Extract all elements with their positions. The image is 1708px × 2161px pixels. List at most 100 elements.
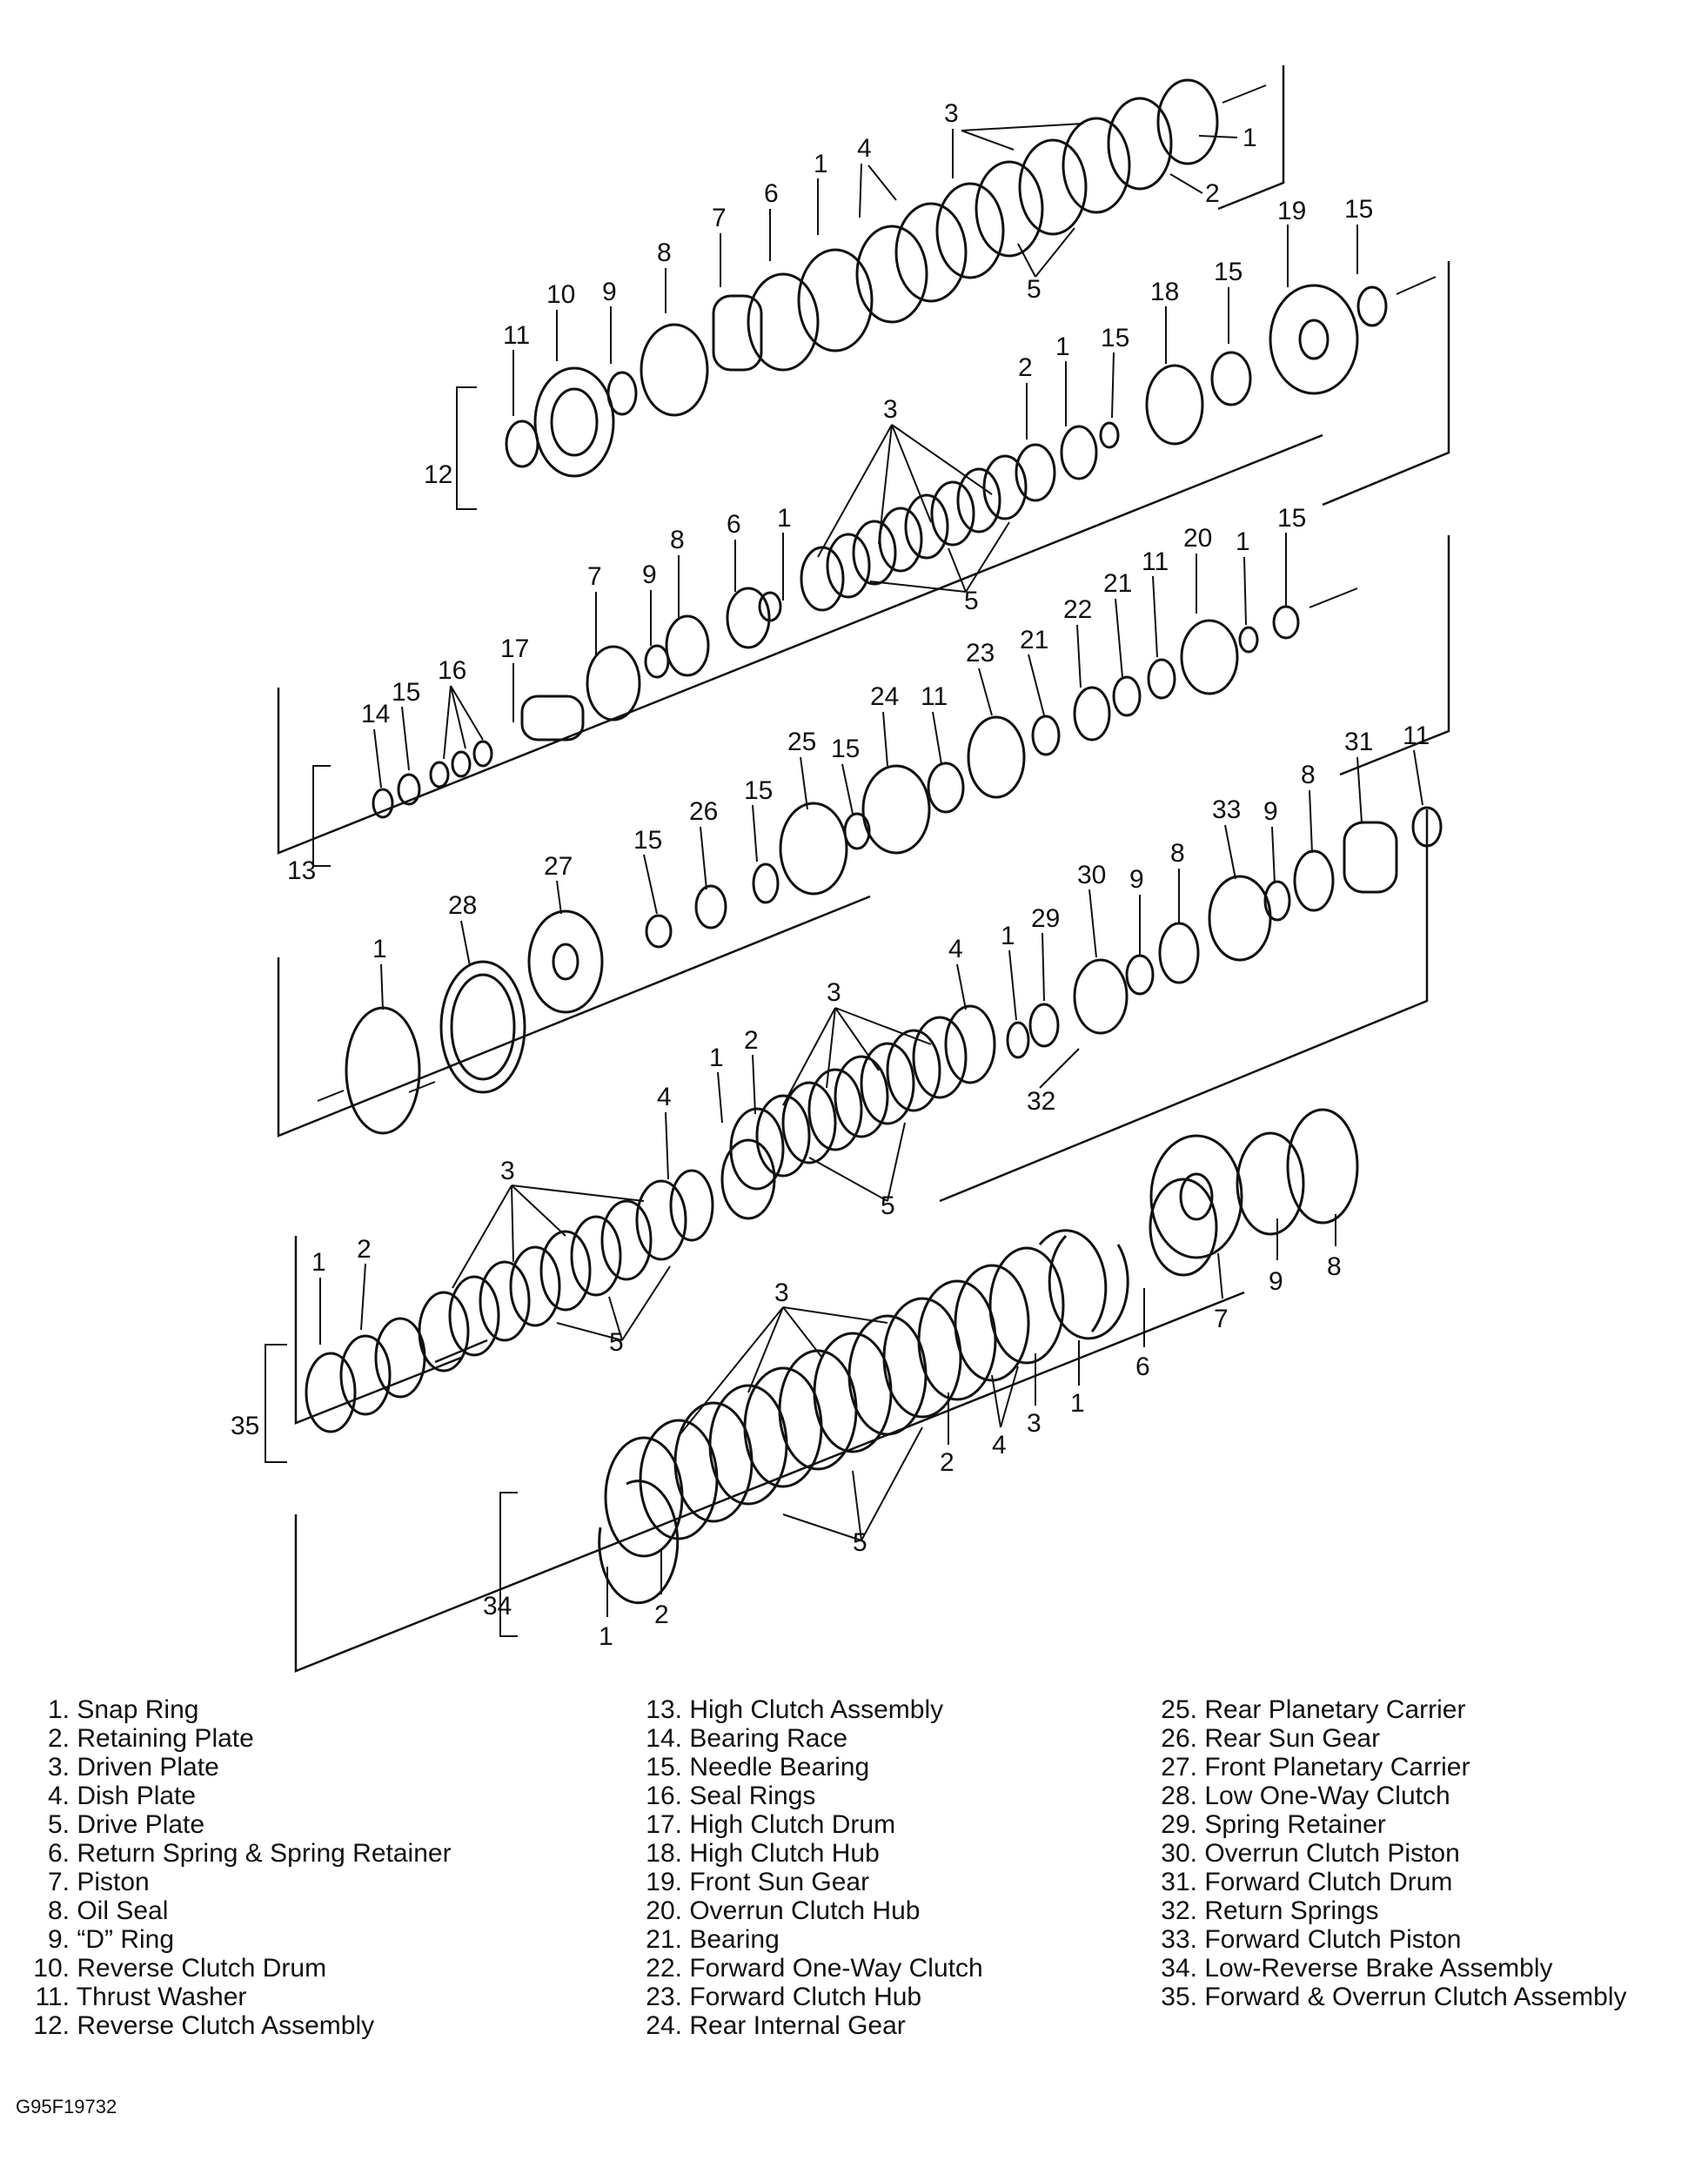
callout-1: 1 [1070,1389,1085,1418]
callout-3: 3 [500,1157,515,1185]
callout-19: 19 [1277,197,1306,225]
legend-item: 10. Reverse Clutch Drum [33,1954,327,1983]
callout-21: 21 [1103,569,1132,598]
callout-1: 1 [311,1248,326,1277]
row-reverse-clutch [505,78,1219,478]
callout-18: 18 [1150,278,1179,306]
callout-22: 22 [1063,595,1092,624]
legend-column-1: 1. Snap Ring 2. Retaining Plate 3. Drive… [26,1695,452,2040]
callout-8: 8 [1327,1252,1342,1281]
legend-item: 17. High Clutch Drum [646,1810,896,1839]
exploded-transmission-diagram: 1 2 3 5 4 1 6 7 8 9 10 11 12 19 15 18 15… [231,65,1450,1673]
callout-6: 6 [1135,1352,1150,1381]
callout-12: 12 [424,460,452,489]
legend-item: 6. Return Spring & Spring Retainer [47,1839,452,1868]
legend-item: 28. Low One-Way Clutch [1161,1782,1450,1810]
legend-item: 21. Bearing [646,1925,780,1954]
callout-7: 7 [1214,1305,1229,1333]
legend-item: 26. Rear Sun Gear [1161,1724,1381,1753]
legend-item: 3. Driven Plate [47,1753,219,1782]
legend-column-2: 13. High Clutch Assembly 14. Bearing Rac… [620,1695,983,2040]
legend-item: 24. Rear Internal Gear [646,2011,906,2040]
callout-9: 9 [1129,865,1144,894]
legend-column-3: 25. Rear Planetary Carrier 26. Rear Sun … [1135,1695,1626,2011]
legend-item: 32. Return Springs [1161,1896,1379,1925]
legend-item: 9. “D” Ring [47,1925,175,1954]
callout-32: 32 [1027,1087,1055,1116]
callout-8: 8 [1301,761,1316,789]
callout-1: 1 [1001,922,1015,950]
callout-2: 2 [744,1026,759,1055]
row-forward-clutch [345,806,1443,1135]
callout-2: 2 [654,1601,669,1629]
callout-6: 6 [764,179,779,208]
callout-9: 9 [602,278,617,306]
callout-35: 35 [231,1412,259,1440]
legend-item: 25. Rear Planetary Carrier [1161,1695,1466,1724]
legend-item: 5. Drive Plate [47,1810,205,1839]
legend-item: 33. Forward Clutch Piston [1161,1925,1462,1954]
callout-15: 15 [392,678,420,707]
callout-21: 21 [1020,626,1048,654]
callout-1: 1 [814,150,828,178]
legend-item: 22. Forward One-Way Clutch [646,1954,983,1983]
callout-3: 3 [827,978,841,1007]
callout-15: 15 [744,776,773,805]
callout-2: 2 [1205,179,1220,208]
callout-7: 7 [712,204,727,232]
callout-15: 15 [1214,258,1242,286]
centerlines [317,84,1437,1102]
callout-29: 29 [1031,904,1060,933]
callout-1: 1 [1242,124,1257,152]
callout-24: 24 [870,682,899,711]
callout-11: 11 [921,682,948,711]
callout-4: 4 [948,935,963,963]
legend-item: 16. Seal Rings [646,1782,816,1810]
legend-item: 18. High Clutch Hub [646,1839,880,1868]
callout-9: 9 [1269,1267,1283,1296]
legend-item: 34. Low-Reverse Brake Assembly [1161,1954,1553,1983]
callout-1: 1 [709,1044,724,1072]
callout-11: 11 [503,321,530,350]
callout-9: 9 [642,560,657,589]
row-low-reverse-brake [598,1229,1108,1605]
callout-27: 27 [544,852,573,881]
legend-item: 29. Spring Retainer [1161,1810,1386,1839]
callout-1: 1 [599,1622,613,1651]
figure-id: G95F19732 [16,2096,117,2117]
callout-3: 3 [1027,1409,1042,1438]
callout-15: 15 [1344,195,1373,224]
row-high-clutch [372,284,1388,819]
callout-6: 6 [727,510,741,539]
callout-2: 2 [940,1448,954,1477]
callout-8: 8 [670,526,685,554]
legend-item: 30. Overrun Clutch Piston [1161,1839,1460,1868]
callout-16: 16 [438,656,466,685]
legend-item: 14. Bearing Race [646,1724,848,1753]
callout-10: 10 [546,280,575,309]
callout-33: 33 [1212,795,1241,824]
legend-item: 15. Needle Bearing [646,1753,870,1782]
callout-1: 1 [1236,527,1250,556]
callout-34: 34 [483,1592,512,1621]
row-planetary [645,605,1300,949]
callout-14: 14 [361,700,390,728]
legend-item: 8. Oil Seal [47,1896,169,1925]
callout-4: 4 [657,1083,672,1111]
legend-item: 11. Thrust Washer [35,1983,247,2011]
callout-1: 1 [1055,332,1070,361]
legend-item: 31. Forward Clutch Drum [1161,1868,1453,1896]
legend-item: 19. Front Sun Gear [646,1868,870,1896]
callout-15: 15 [831,735,860,763]
callout-5: 5 [1027,275,1042,304]
callout-3: 3 [944,99,959,128]
callout-2: 2 [357,1235,372,1264]
callout-5: 5 [964,587,979,615]
assembly-brackets [265,386,518,1637]
callout-3: 3 [883,395,898,424]
legend-item: 1. Snap Ring [47,1695,199,1724]
legend-item: 27. Front Planetary Carrier [1161,1753,1470,1782]
callout-30: 30 [1077,861,1106,889]
callout-20: 20 [1183,524,1212,553]
legend-item: 12. Reverse Clutch Assembly [33,2011,375,2040]
